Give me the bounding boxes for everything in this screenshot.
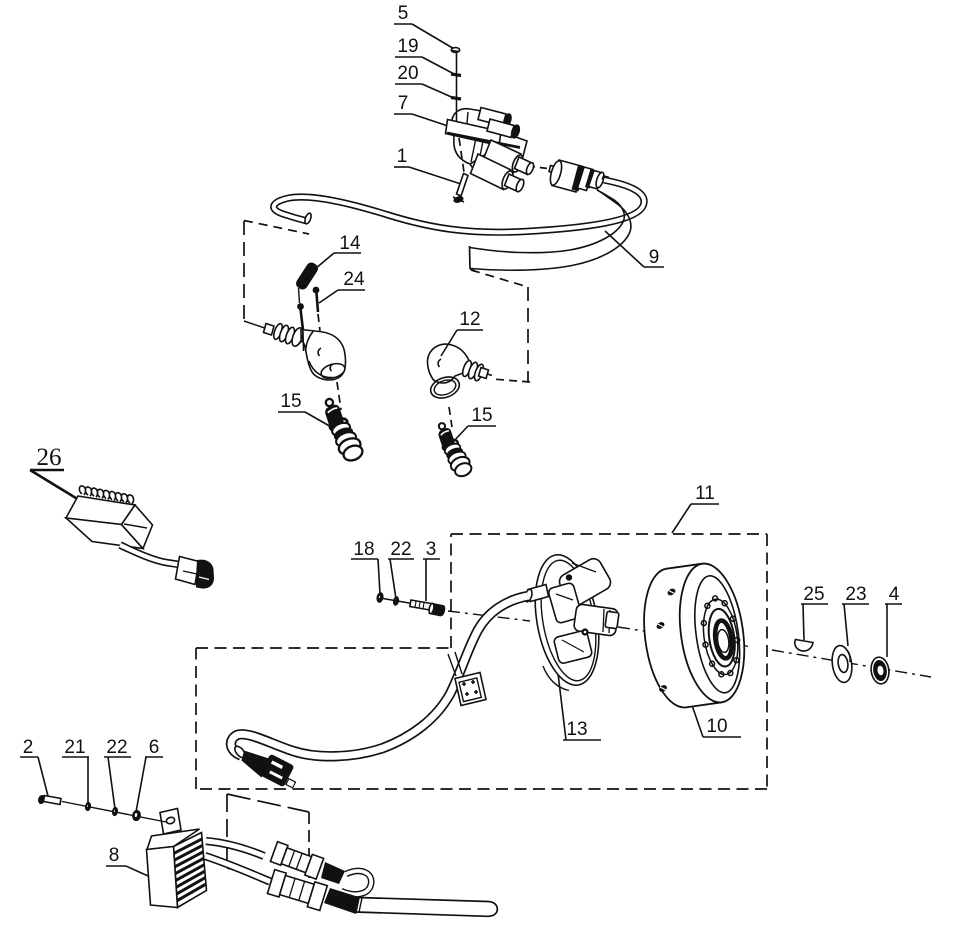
svg-text:23: 23 bbox=[845, 584, 866, 605]
svg-text:2: 2 bbox=[23, 737, 34, 758]
svg-text:15: 15 bbox=[471, 405, 492, 426]
svg-text:7: 7 bbox=[398, 93, 409, 114]
svg-text:5: 5 bbox=[398, 3, 409, 24]
svg-text:4: 4 bbox=[889, 584, 900, 605]
svg-text:1: 1 bbox=[397, 146, 408, 167]
svg-text:13: 13 bbox=[566, 719, 587, 740]
svg-text:15: 15 bbox=[280, 391, 301, 412]
svg-text:26: 26 bbox=[37, 444, 62, 471]
svg-text:6: 6 bbox=[149, 737, 160, 758]
svg-text:8: 8 bbox=[109, 845, 120, 866]
svg-text:10: 10 bbox=[706, 716, 727, 737]
svg-text:20: 20 bbox=[397, 63, 418, 84]
svg-text:18: 18 bbox=[353, 539, 374, 560]
svg-text:22: 22 bbox=[390, 539, 411, 560]
svg-text:22: 22 bbox=[106, 737, 127, 758]
svg-text:24: 24 bbox=[343, 269, 365, 290]
svg-text:19: 19 bbox=[397, 36, 418, 57]
svg-text:21: 21 bbox=[64, 737, 85, 758]
svg-text:14: 14 bbox=[339, 233, 361, 254]
svg-text:3: 3 bbox=[426, 539, 437, 560]
svg-text:9: 9 bbox=[649, 247, 660, 268]
svg-text:12: 12 bbox=[459, 309, 480, 330]
svg-text:25: 25 bbox=[803, 584, 824, 605]
svg-text:11: 11 bbox=[695, 483, 715, 504]
